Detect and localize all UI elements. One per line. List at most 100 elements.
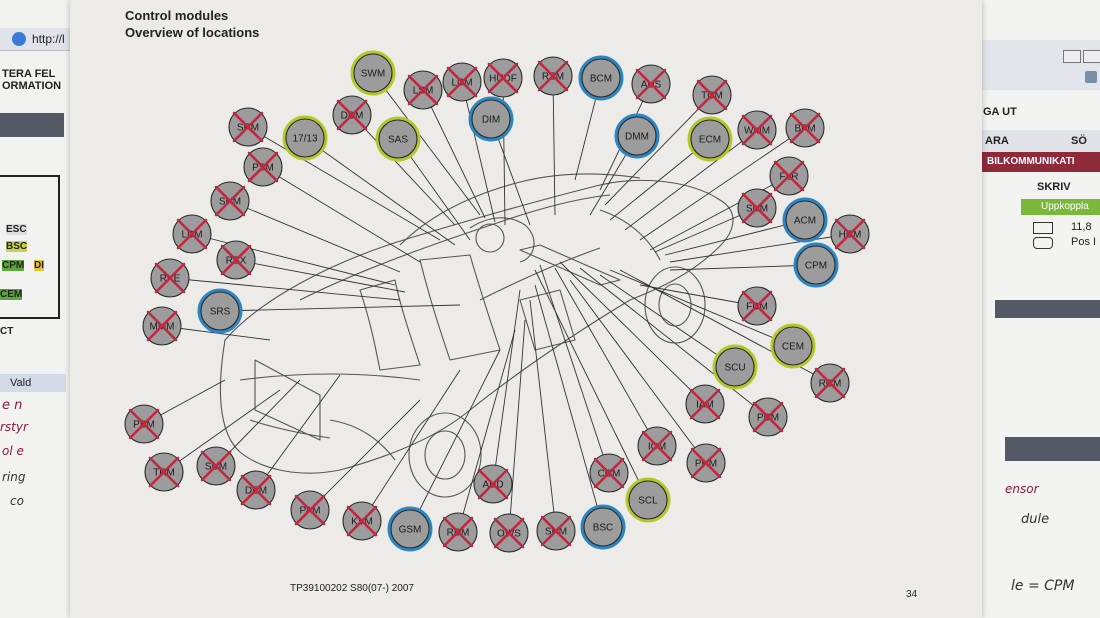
- bg-tab-2[interactable]: SÖ: [1071, 135, 1087, 147]
- module-shm[interactable]: SHM: [210, 181, 250, 221]
- maximize-icon[interactable]: [1083, 50, 1100, 63]
- module-phm[interactable]: PHM: [686, 443, 726, 483]
- bg-right-handwriting-3: le = CPM: [1011, 578, 1075, 594]
- module-pdm[interactable]: PDM: [748, 397, 788, 437]
- module-pam[interactable]: PAM: [290, 490, 330, 530]
- bg-handwriting-5: co: [10, 494, 24, 508]
- leader-line-lcm: [461, 81, 496, 223]
- bg-left-line1: TERA FEL: [2, 68, 56, 80]
- module-lsm[interactable]: LSM: [403, 70, 443, 110]
- module-mmm[interactable]: MMM: [142, 306, 182, 346]
- module-label: CPM: [805, 261, 827, 272]
- minimize-icon[interactable]: [1063, 50, 1081, 63]
- leader-line-srs: [219, 304, 461, 312]
- leader-line-ddm: [351, 114, 456, 226]
- module-hcm[interactable]: HCM: [830, 214, 870, 254]
- module-cpm[interactable]: CPM: [793, 242, 839, 288]
- module-hudf[interactable]: HUDF: [483, 58, 523, 98]
- module-bcm[interactable]: BCM: [578, 55, 624, 101]
- bg-write[interactable]: SKRIV: [1037, 181, 1071, 193]
- module-sum[interactable]: SUM: [196, 446, 236, 486]
- module-scu[interactable]: SCU: [712, 344, 758, 390]
- module-srm[interactable]: SRM: [228, 107, 268, 147]
- cross-mark-icon: [200, 450, 232, 482]
- module-label: SCL: [638, 496, 658, 507]
- bg-tab-strip: ARA SÖ: [975, 130, 1100, 152]
- leader-line-icm: [554, 267, 658, 447]
- status-ring-blue: [782, 197, 828, 243]
- module-circle: [471, 99, 511, 139]
- page-number: 34: [906, 589, 918, 600]
- module-iam[interactable]: IAM: [685, 384, 725, 424]
- module-tcm[interactable]: TCM: [692, 75, 732, 115]
- module-1713[interactable]: 17/13: [282, 115, 328, 161]
- bg-label-di: DI: [34, 260, 44, 271]
- module-trm[interactable]: TRM: [144, 452, 184, 492]
- module-sum[interactable]: SUM: [737, 188, 777, 228]
- bg-left-line2: ORMATION: [2, 80, 62, 92]
- bg-label-ct: CT: [0, 326, 14, 337]
- page-subtitle: Overview of locations: [125, 25, 260, 40]
- module-rsm[interactable]: RSM: [533, 56, 573, 96]
- module-shm[interactable]: SHM: [536, 511, 576, 551]
- module-aud[interactable]: AUD: [473, 464, 513, 504]
- module-dmm[interactable]: DMM: [614, 113, 660, 159]
- module-cem[interactable]: CEM: [770, 323, 816, 369]
- module-ccm[interactable]: CCM: [589, 453, 629, 493]
- module-sas[interactable]: SAS: [375, 116, 421, 162]
- module-bsc[interactable]: BSC: [580, 504, 626, 550]
- module-icm[interactable]: ICM: [637, 426, 677, 466]
- module-fdm[interactable]: FDM: [737, 286, 777, 326]
- module-psm[interactable]: PSM: [243, 147, 283, 187]
- module-circle: [353, 53, 393, 93]
- cross-mark-icon: [537, 60, 569, 92]
- bg-tab-1[interactable]: ARA: [985, 135, 1009, 147]
- leader-line-psm: [262, 166, 421, 263]
- module-ecm[interactable]: ECM: [687, 116, 733, 162]
- status-ring-green: [282, 115, 328, 161]
- status-ring-blue: [580, 504, 626, 550]
- module-kvm[interactable]: KVM: [342, 501, 382, 541]
- home-icon[interactable]: [1085, 71, 1097, 83]
- module-lcm[interactable]: LCM: [442, 62, 482, 102]
- module-scl[interactable]: SCL: [625, 477, 671, 523]
- browser-address-bar[interactable]: http://l: [0, 28, 70, 51]
- module-ows[interactable]: OWS: [489, 513, 529, 553]
- leader-line-bfm: [639, 127, 806, 241]
- cross-mark-icon: [493, 517, 525, 549]
- module-aus[interactable]: AUS: [631, 64, 671, 104]
- module-rcm[interactable]: RCM: [810, 363, 850, 403]
- module-rbx[interactable]: RBX: [216, 240, 256, 280]
- browser-icon: [12, 32, 26, 46]
- module-pbm[interactable]: PBM: [124, 404, 164, 444]
- leader-line-wmm: [624, 129, 758, 231]
- module-bfm[interactable]: BFM: [785, 108, 825, 148]
- module-rdm[interactable]: RDM: [438, 512, 478, 552]
- status-ring-green: [687, 116, 733, 162]
- status-ring-green: [350, 50, 396, 96]
- bg-logout[interactable]: GA UT: [983, 106, 1017, 118]
- module-dem[interactable]: DEM: [236, 470, 276, 510]
- status-ring-blue: [197, 288, 243, 334]
- module-circle: [785, 200, 825, 240]
- module-dim[interactable]: DIM: [468, 96, 514, 142]
- cross-mark-icon: [741, 290, 773, 322]
- leader-line-acm: [664, 219, 806, 256]
- module-flr[interactable]: FLR: [769, 156, 809, 196]
- bg-valid-text: Vald: [10, 377, 32, 389]
- bg-connected-bar: Uppkoppla: [1021, 199, 1100, 215]
- status-ring-blue: [793, 242, 839, 288]
- module-wmm[interactable]: WMM: [737, 110, 777, 150]
- module-ldm[interactable]: LDM: [172, 214, 212, 254]
- cross-mark-icon: [696, 79, 728, 111]
- leader-line-fdm: [639, 284, 758, 307]
- module-circle: [581, 58, 621, 98]
- module-swm[interactable]: SWM: [350, 50, 396, 96]
- module-acm[interactable]: ACM: [782, 197, 828, 243]
- module-gsm[interactable]: GSM: [387, 506, 433, 552]
- module-rke[interactable]: RKE: [150, 258, 190, 298]
- module-srs[interactable]: SRS: [197, 288, 243, 334]
- leader-line-hcm: [669, 233, 851, 263]
- module-ddm[interactable]: DDM: [332, 95, 372, 135]
- cross-mark-icon: [128, 408, 160, 440]
